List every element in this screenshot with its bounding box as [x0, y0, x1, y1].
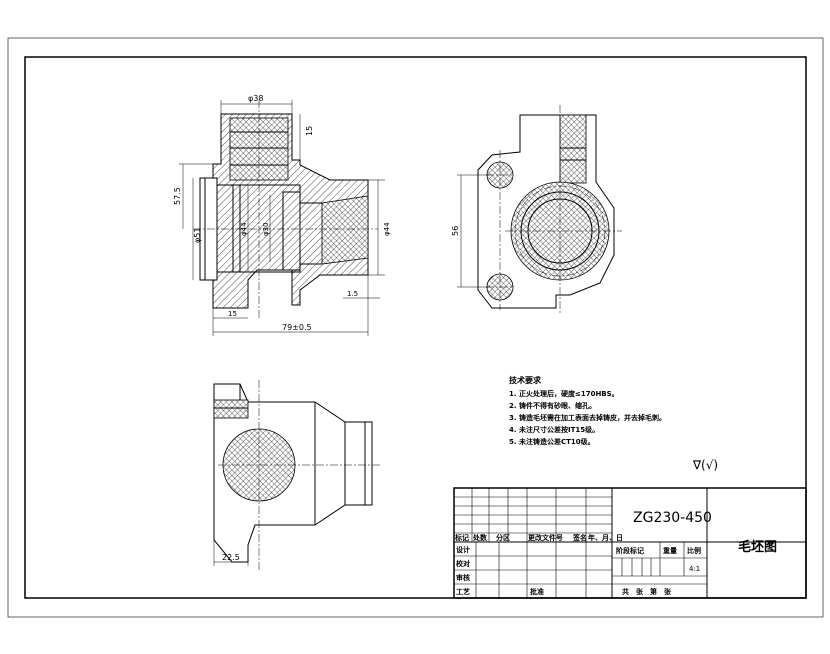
dim-d44-right: φ44	[383, 222, 391, 236]
stage-label: 阶段标记	[616, 546, 644, 555]
role-approve: 批准	[530, 587, 544, 596]
header-marks: 标记	[454, 533, 469, 542]
role-check: 校对	[456, 559, 470, 568]
dim-d30: φ30	[262, 222, 270, 236]
note-1: 1. 正火处理后，硬度≤170HBS。	[509, 389, 619, 398]
note-4: 4. 未注尺寸公差按IT15级。	[509, 425, 599, 434]
drawing-name: 毛坯图	[738, 539, 777, 555]
note-3: 3. 铸造毛坯需在加工表面去掉铸皮，并去掉毛刺。	[509, 413, 666, 422]
role-process: 工艺	[456, 587, 470, 596]
dim-d38: φ38	[248, 94, 263, 103]
header-date: 年、月、日	[588, 533, 623, 542]
title-block	[453, 487, 807, 599]
dim-79: 79±0.5	[282, 323, 312, 332]
dim-15-top: 15	[305, 126, 314, 136]
dim-22-5: 22.5	[222, 553, 240, 562]
header-sign: 签名	[572, 533, 587, 542]
notes-title: 技术要求	[509, 375, 542, 385]
header-doc: 更改文件号	[528, 533, 563, 542]
front-section-view	[179, 100, 385, 336]
technical-notes: 技术要求 1. 正火处理后，硬度≤170HBS。 2. 铸件不得有砂眼、缩孔。 …	[509, 375, 666, 446]
note-5: 5. 未注铸造公差CT10级。	[509, 437, 595, 446]
dim-d44-inner: φ44	[240, 222, 248, 236]
scale-value: 4:1	[689, 565, 700, 573]
material-label: ZG230-450	[633, 510, 712, 526]
dim-d51: φ51	[193, 228, 202, 243]
dim-56: 56	[451, 226, 460, 236]
dim-57-5: 57.5	[173, 187, 182, 205]
sheets-label: 共 张 第 张	[622, 587, 672, 596]
note-2: 2. 铸件不得有砂眼、缩孔。	[509, 401, 596, 410]
sheet-inner-frame	[24, 56, 807, 599]
top-view	[213, 380, 380, 570]
dim-15-bottom: 15	[228, 310, 237, 318]
scale-label: 比例	[687, 546, 701, 555]
dim-1-5: 1.5	[347, 290, 358, 298]
side-view	[457, 105, 622, 315]
role-design: 设计	[456, 545, 470, 554]
role-review: 审核	[456, 573, 470, 582]
roughness-symbol: ∇(√)	[692, 458, 718, 472]
sheet-outer-border	[7, 37, 824, 618]
header-zone: 分区	[496, 533, 510, 542]
weight-label: 重量	[663, 546, 677, 555]
header-count: 处数	[472, 533, 488, 542]
